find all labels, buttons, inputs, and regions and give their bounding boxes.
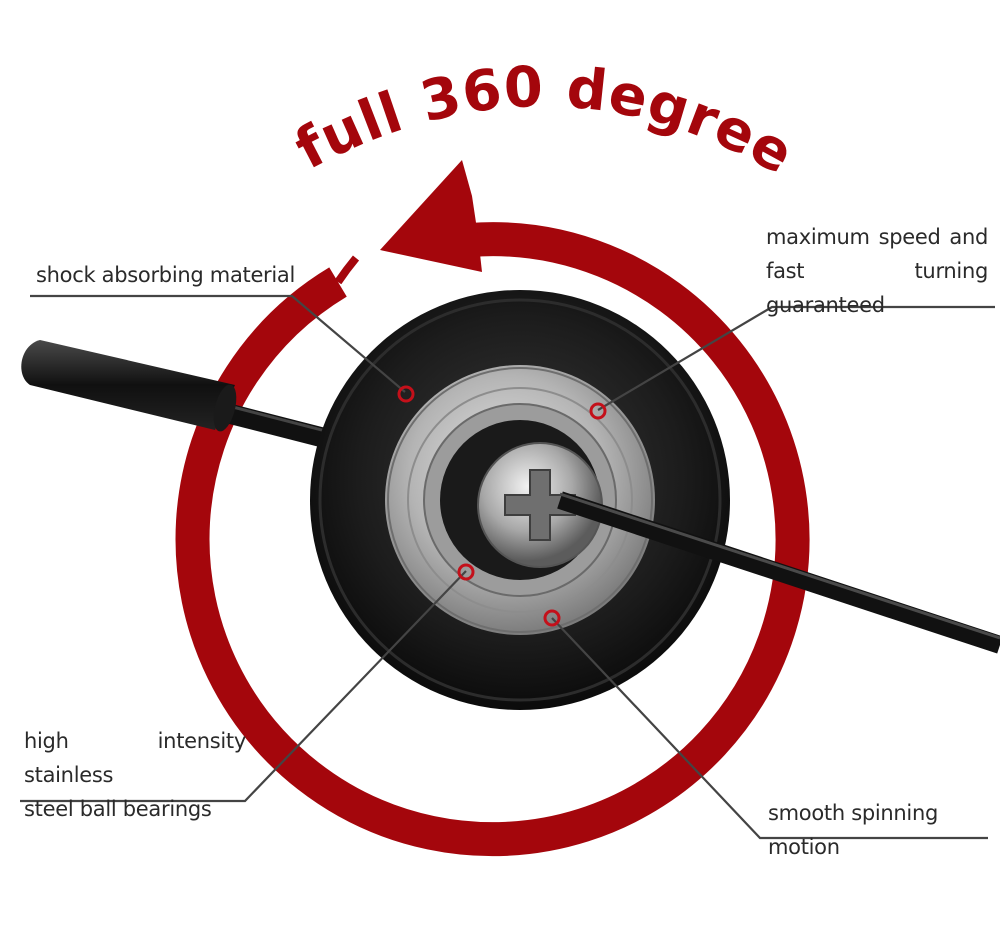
callout-speed-line2: fast turning guaranteed [766, 259, 988, 317]
callout-max-speed: maximum speed and fast turning guarantee… [766, 220, 988, 322]
callout-smooth-motion: smooth spinning motion [768, 796, 993, 864]
callout-motion-text: smooth spinning motion [768, 801, 939, 859]
diagram-title: full 360 degree spin [0, 0, 804, 188]
callout-bearings-line1: high intensity stainless [24, 729, 246, 787]
callout-ball-bearings: high intensity stainless steel ball bear… [24, 724, 246, 826]
callout-shock-absorbing: shock absorbing material [36, 258, 336, 292]
callout-shock-text: shock absorbing material [36, 263, 296, 287]
leader-lines [20, 294, 995, 840]
callout-speed-line1: maximum speed and [766, 225, 988, 249]
leader-shock [30, 294, 406, 393]
red-ring-marker-icon [397, 385, 415, 403]
leader-motion [551, 617, 988, 840]
rope-cable [557, 491, 1000, 654]
counter-clockwise-arrow-icon [175, 160, 810, 857]
leader-bearings [20, 570, 467, 803]
leader-speed [597, 305, 995, 411]
red-ring-marker-icon [589, 402, 607, 420]
red-ring-marker-icon [543, 609, 561, 627]
callout-bearings-line2: steel ball bearings [24, 797, 212, 821]
red-ring-marker-icon [457, 563, 475, 581]
